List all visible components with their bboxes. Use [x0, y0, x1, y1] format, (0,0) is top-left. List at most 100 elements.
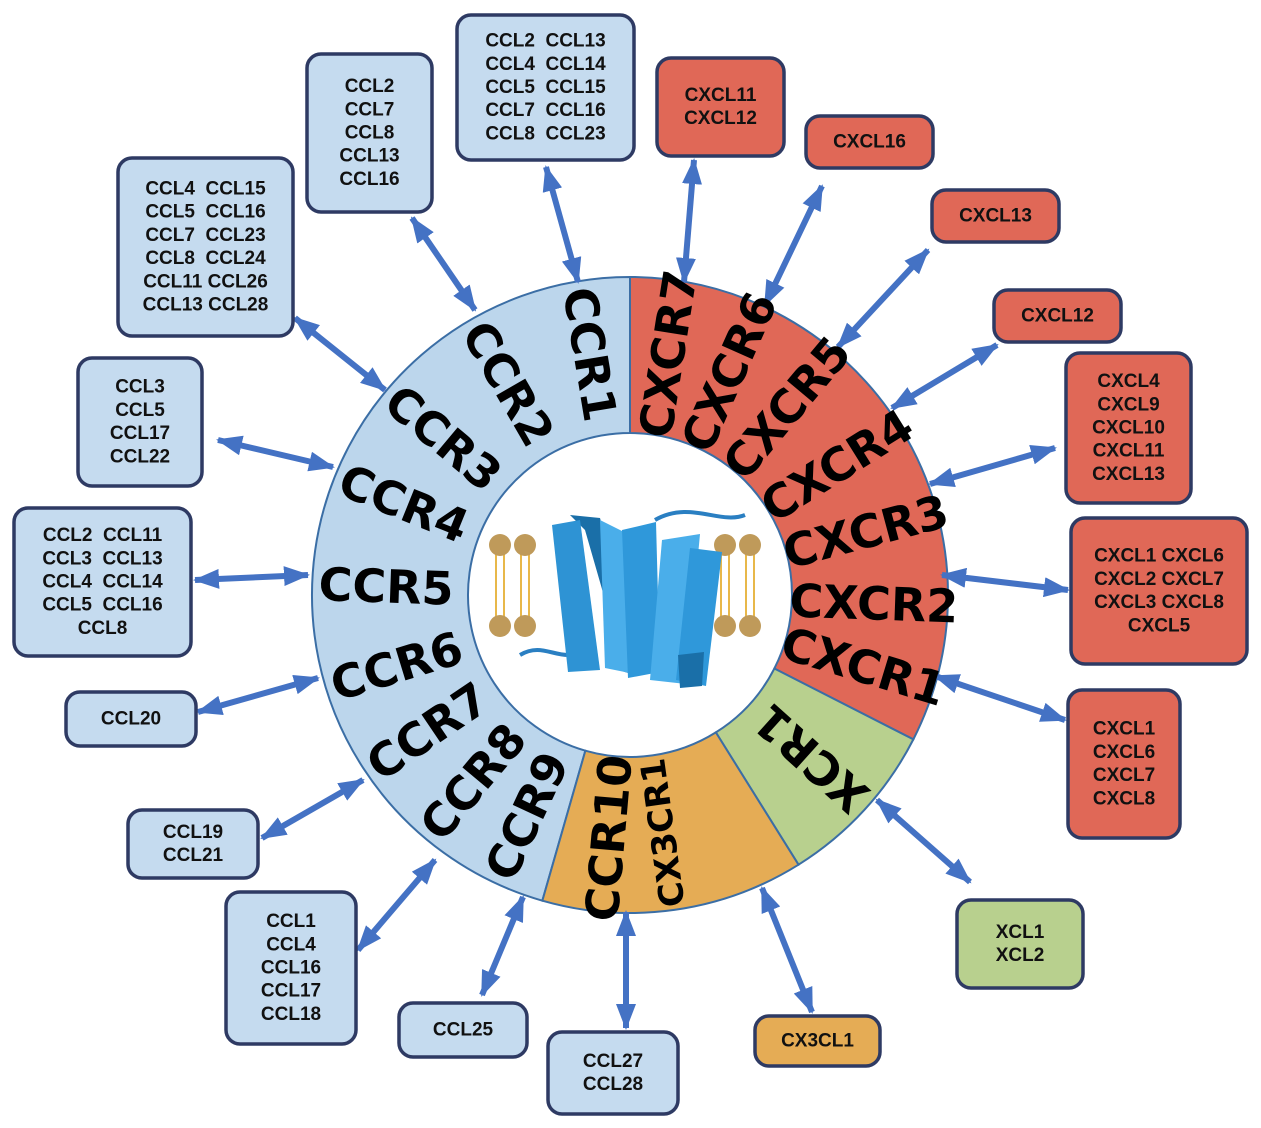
ligand-line: CCL16	[339, 169, 399, 190]
receptor-label-ccr5: CCR5	[318, 557, 455, 616]
ligand-box-frame	[126, 808, 260, 880]
ligand-box-frame	[1064, 351, 1193, 505]
ligand-line: CCL19	[163, 822, 223, 843]
ligand-box-frame	[64, 690, 198, 748]
ligand-line: CCL3	[115, 377, 165, 398]
ligand-line: CXCL3 CXCL8	[1094, 592, 1224, 613]
ligand-line: CCL7 CCL23	[145, 225, 265, 246]
arrow-ccr2	[409, 216, 478, 312]
ligand-box-frame	[12, 506, 193, 658]
arrow-ccr7	[260, 777, 365, 841]
ligand-line: CXCL11	[685, 85, 757, 106]
ligand-line: CXCL12	[684, 108, 757, 129]
ligand-line: CCL2	[345, 76, 395, 97]
ligand-box-cxcr5: CXCL13	[930, 188, 1061, 244]
ligand-line: CCL4 CCL14	[42, 572, 163, 593]
arrow-ccr4	[216, 435, 335, 472]
ligand-box-frame	[753, 1014, 882, 1068]
arrow-cxcr1	[933, 673, 1067, 723]
arrow-ccr5	[193, 566, 310, 589]
ligand-line: CCL27	[583, 1051, 643, 1072]
ligand-line: CXCL9	[1097, 394, 1159, 415]
ligand-line: CCL8	[78, 618, 128, 639]
ligand-box-frame	[804, 114, 935, 170]
ligand-line: CCL13	[339, 146, 399, 167]
ligand-line: XCL1	[996, 922, 1045, 943]
ligand-line: CCL2 CCL11	[43, 525, 163, 546]
ligand-line: CCL17	[261, 981, 321, 1002]
ligand-line: CXCL5	[1128, 615, 1191, 636]
ligand-box-frame	[546, 1030, 680, 1116]
ligand-box-cx3cr1: CX3CL1	[753, 1014, 882, 1068]
ligand-line: CXCL6	[1093, 742, 1155, 763]
arrow-cxcr4	[890, 342, 999, 411]
ligand-line: CCL17	[110, 423, 170, 444]
ligand-line: CCL16	[261, 958, 321, 979]
ligand-box-cxcr6: CXCL16	[804, 114, 935, 170]
ligand-line: CXCL1	[1093, 719, 1156, 740]
receptor-ring	[311, 275, 949, 914]
ligand-line: CCL5 CCL16	[42, 595, 162, 616]
ligand-line: CXCL13	[959, 206, 1032, 227]
gpcr-membrane-icon	[489, 510, 761, 688]
arrow-cxcr7	[675, 158, 703, 284]
arrow-ccr3	[293, 315, 387, 393]
ligand-line: CCL13 CCL28	[143, 295, 269, 316]
ligand-line: CCL4	[266, 934, 316, 955]
arrow-ccr1	[542, 165, 582, 284]
arrow-xcr1	[875, 797, 972, 885]
ligand-box-ccr6: CCL20	[64, 690, 198, 748]
ligand-line: CCL5 CCL16	[145, 202, 265, 223]
arrow-ccr9	[479, 895, 526, 997]
arrow-cx3cr1	[759, 886, 815, 1014]
ligand-line: CCL20	[101, 709, 161, 730]
ligand-line: CCL18	[261, 1004, 321, 1025]
arrow-cxcr6	[762, 184, 825, 307]
wedge-cc-family	[311, 275, 631, 902]
ligand-line: CXCL8	[1093, 788, 1155, 809]
ligand-line: CCL21	[163, 845, 224, 866]
ligand-box-frame	[455, 13, 636, 162]
ligand-line: CXCL12	[1021, 306, 1094, 327]
wedge-cx3c-family	[541, 731, 800, 914]
ligand-box-frame	[992, 288, 1123, 344]
ligand-box-frame	[955, 898, 1085, 990]
ligand-box-frame	[930, 188, 1061, 244]
ligand-line: CXCL2 CXCL7	[1094, 569, 1224, 590]
ligand-line: CCL4 CCL15	[145, 179, 266, 200]
ligand-line: CXCL10	[1092, 418, 1165, 439]
ligand-box-frame	[655, 56, 786, 158]
ligand-box-frame	[224, 890, 358, 1046]
ligand-line: CXCL11	[1093, 441, 1165, 462]
ligand-line: CCL5 CCL15	[485, 77, 606, 98]
arrow-cxcr3	[928, 445, 1057, 487]
ligand-line: CCL3 CCL13	[42, 548, 162, 569]
ligand-box-frame	[76, 356, 204, 488]
ligand-line: XCL2	[996, 945, 1045, 966]
ligand-line: CXCL16	[833, 132, 906, 153]
arrows-layer	[193, 158, 1070, 1030]
arrow-ccr8	[355, 858, 438, 952]
receptor-label-cxcr2: CXCR2	[789, 574, 960, 634]
ligand-line: CCL4 CCL14	[485, 54, 606, 75]
ligand-box-frame	[1066, 688, 1182, 840]
ligand-line: CCL8	[345, 123, 395, 144]
ligand-line: CXCL13	[1092, 464, 1165, 485]
arrow-cxcr2	[940, 567, 1070, 598]
ligand-line: CCL7 CCL16	[485, 100, 605, 121]
ligand-line: CCL25	[433, 1020, 494, 1041]
